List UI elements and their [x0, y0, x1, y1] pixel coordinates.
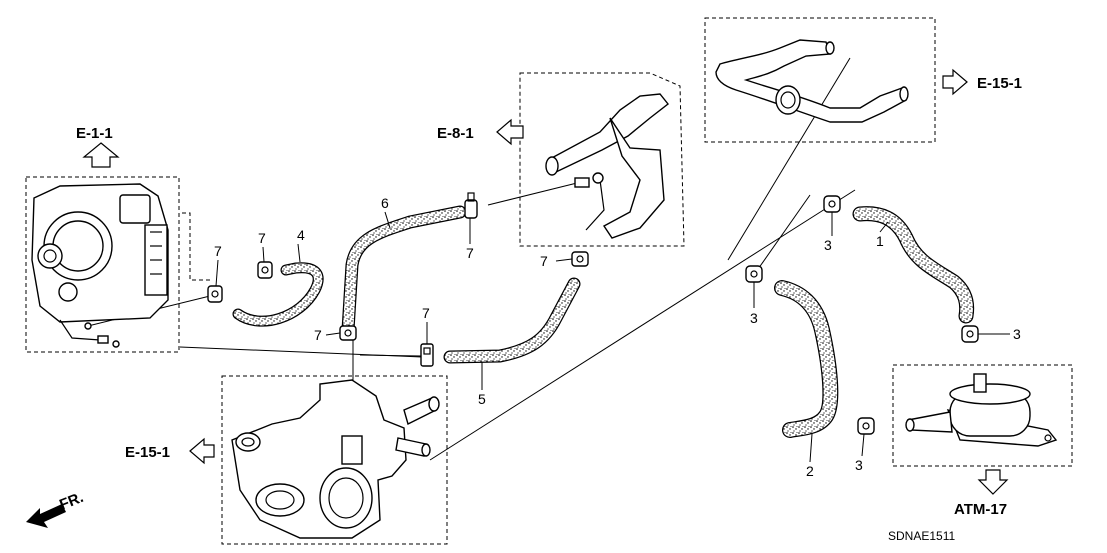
ref-e-15-1-left: E-15-1 [125, 444, 170, 461]
callout-hose-2: 2 [806, 463, 814, 479]
upper-bracket-box [519, 72, 685, 247]
arrow-left-e-8-1 [496, 118, 524, 146]
callout-clamp-7-c: 7 [466, 245, 474, 261]
throttle-inner-bracket [182, 212, 210, 281]
callout-hose-5: 5 [478, 391, 486, 407]
clamp-3-hose-1-top [823, 195, 841, 213]
hose-5 [443, 277, 581, 364]
ref-atm-17: ATM-17 [954, 501, 1007, 518]
leader-lines [87, 57, 856, 461]
water-outlet-housing [231, 379, 440, 539]
ref-e-8-1: E-8-1 [437, 125, 474, 142]
clamp-7-hose-6-bottom [339, 325, 357, 341]
callout-clamp-3-b: 3 [750, 310, 758, 326]
callout-hose-4: 4 [297, 227, 305, 243]
callout-hose-6: 6 [381, 195, 389, 211]
diagram-code: SDNAE1511 [888, 529, 955, 543]
atf-cooler [905, 373, 1058, 447]
callout-clamp-7-b: 7 [258, 230, 266, 246]
clamp-7-bracket [571, 251, 589, 267]
clamp-3-hose-1-bottom [961, 325, 979, 343]
upper-right-pipe-box [704, 17, 936, 143]
hose-6 [341, 205, 467, 337]
bypass-pipe-bracket [545, 93, 669, 239]
throttle-body [31, 183, 169, 348]
arrow-up-e-1-1 [82, 142, 120, 168]
callout-ticks [215, 211, 1010, 463]
clamp-7-throttle-right [257, 261, 273, 279]
callout-clamp-3-a: 3 [824, 237, 832, 253]
callout-hose-1: 1 [876, 233, 884, 249]
arrow-left-e-15-1-bottom [189, 437, 215, 465]
arrow-down-atm-17 [977, 469, 1009, 495]
ref-e-15-1-top: E-15-1 [977, 75, 1022, 92]
hose-4 [232, 262, 324, 327]
clamp-3-hose-2-top [745, 265, 763, 283]
hose-2 [774, 280, 839, 438]
callout-clamp-7-e: 7 [314, 327, 322, 343]
callout-clamp-7-d: 7 [540, 253, 548, 269]
clamp-7-hose-6-top [464, 192, 478, 219]
front-indicator-label: FR. [57, 489, 86, 514]
throttle-body-box [25, 176, 180, 353]
arrow-right-e-15-1-top [942, 68, 968, 96]
clamp-3-hose-2-bottom [857, 417, 875, 435]
front-arrow-icon [26, 504, 66, 528]
callout-clamp-3-c: 3 [1013, 326, 1021, 342]
hose-1 [852, 206, 975, 324]
upper-right-water-pipe [715, 39, 909, 123]
clamp-7-hose-5 [420, 343, 434, 367]
callout-clamp-7-f: 7 [422, 305, 430, 321]
ref-e-1-1: E-1-1 [76, 125, 113, 142]
callout-clamp-7-a: 7 [214, 243, 222, 259]
clamp-7-throttle-left [207, 285, 223, 303]
callout-clamp-3-d: 3 [855, 457, 863, 473]
water-outlet-box [221, 375, 448, 545]
